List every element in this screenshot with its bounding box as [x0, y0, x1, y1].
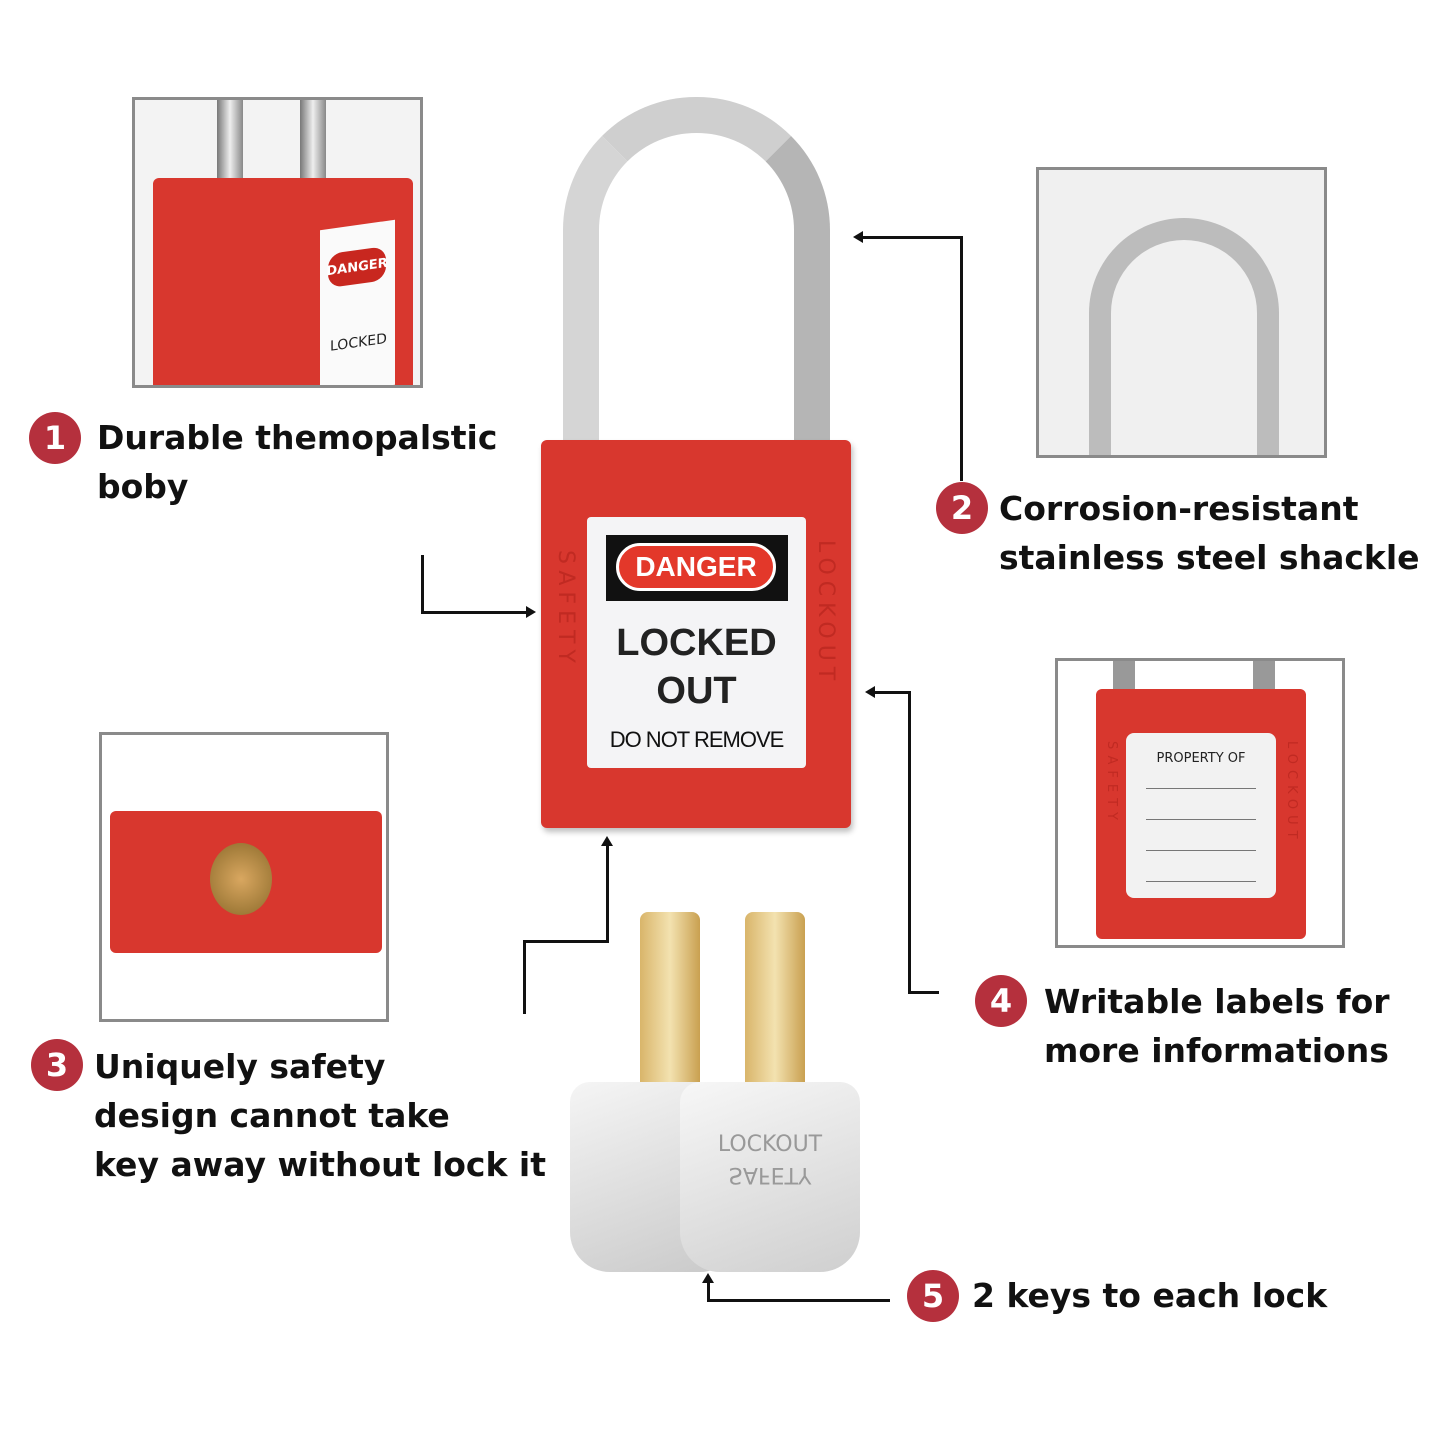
arrow-1-h	[421, 611, 529, 614]
feature-number-badge: 2	[936, 482, 988, 534]
caption-line: Durable themopalstic	[97, 418, 498, 457]
arrow-4	[908, 691, 911, 994]
arrow-head	[601, 836, 613, 846]
key-lockout-text: LOCKOUT	[717, 1132, 823, 1157]
key-blade	[745, 912, 805, 1087]
arrow-head	[526, 606, 536, 618]
feature-number-badge: 1	[29, 412, 81, 464]
arrow-3-h	[523, 940, 609, 943]
inset-keyhole	[99, 732, 389, 1022]
feature-caption-3: Uniquely safety design cannot take key a…	[94, 1042, 546, 1189]
out-text: OUT	[656, 670, 737, 712]
feature-caption-5: 2 keys to each lock	[972, 1271, 1327, 1320]
lock-label: DANGER LOCKED	[320, 219, 395, 385]
caption-line: Writable labels for	[1044, 982, 1390, 1021]
arrow-head	[865, 686, 875, 698]
danger-text: DANGER	[616, 543, 776, 591]
locked-text: LOCKED	[330, 330, 387, 355]
key-safety-text: SAFETY	[728, 1162, 812, 1187]
arrow-head	[853, 231, 863, 243]
key: LOCKOUT SAFETY	[680, 912, 860, 1277]
feature-caption-4: Writable labels for more informations	[1044, 977, 1390, 1075]
feature-number-badge: 3	[31, 1039, 83, 1091]
safety-text: SAFETY	[1104, 741, 1119, 826]
feature-caption-2: Corrosion-resistant stainless steel shac…	[999, 484, 1420, 582]
arrow-4-h	[908, 991, 939, 994]
property-label: PROPERTY OF	[1126, 733, 1276, 898]
arrow-2-h	[862, 236, 963, 239]
feature-number-badge: 4	[975, 975, 1027, 1027]
arrow-5	[707, 1299, 890, 1302]
safety-text: SAFETY	[553, 550, 578, 669]
caption-line: design cannot take	[94, 1096, 450, 1135]
key-head: LOCKOUT SAFETY	[680, 1082, 860, 1272]
inset-shackle	[1036, 167, 1327, 458]
write-line	[1146, 819, 1256, 820]
arrow-1	[421, 555, 424, 614]
feature-caption-1: Durable themopalstic boby	[97, 413, 497, 511]
caption-line: key away without lock it	[94, 1145, 547, 1184]
arrow-3	[523, 940, 526, 1014]
locked-text: LOCKED	[616, 622, 777, 664]
keyhole-icon	[210, 843, 272, 915]
danger-label: DANGER LOCKED OUT DO NOT REMOVE	[587, 517, 806, 768]
arrow-2	[960, 236, 963, 481]
lockout-text: LOCKOUT	[1284, 741, 1299, 845]
write-line	[1146, 850, 1256, 851]
main-shackle	[563, 97, 830, 457]
shackle-leg	[300, 100, 326, 180]
shackle-leg	[1253, 661, 1275, 696]
shackle-leg	[217, 100, 243, 190]
danger-tag: DANGER	[326, 245, 388, 289]
write-line	[1146, 881, 1256, 882]
shackle-leg	[1113, 661, 1135, 696]
caption-line: Uniquely safety	[94, 1047, 386, 1086]
key-blade	[640, 912, 700, 1087]
caption-line: stainless steel shackle	[999, 538, 1420, 577]
danger-header: DANGER	[606, 535, 788, 601]
do-not-remove-text: DO NOT REMOVE	[609, 727, 785, 752]
arrow-head	[702, 1273, 714, 1283]
caption-line: Corrosion-resistant	[999, 489, 1359, 528]
main-lock-body: SAFETY LOCKOUT DANGER LOCKED OUT DO NOT …	[541, 440, 851, 828]
caption-line: more informations	[1044, 1031, 1389, 1070]
lockout-text: LOCKOUT	[813, 540, 838, 687]
inset-body-closeup: DANGER LOCKED	[132, 97, 423, 388]
inset-writable-label: SAFETY LOCKOUT PROPERTY OF	[1055, 658, 1345, 948]
write-line	[1146, 788, 1256, 789]
arrow-3-v	[606, 845, 609, 943]
property-of-text: PROPERTY OF	[1156, 751, 1246, 766]
feature-number-badge: 5	[907, 1270, 959, 1322]
shackle	[1089, 218, 1279, 455]
arrow-4-top	[874, 691, 911, 694]
caption-line: boby	[97, 467, 189, 506]
caption-line: 2 keys to each lock	[972, 1276, 1328, 1315]
arrow-5-v	[707, 1282, 710, 1302]
